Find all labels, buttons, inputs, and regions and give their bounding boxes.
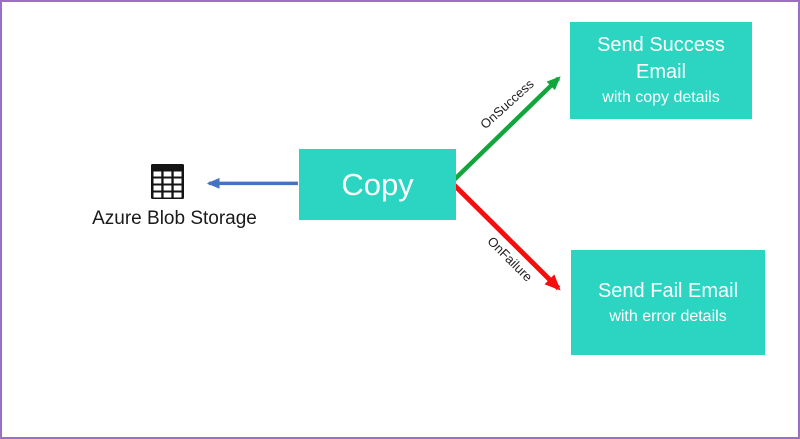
node-send-success-email: Send Success Email with copy details xyxy=(570,22,752,119)
success-email-subtitle: with copy details xyxy=(602,89,720,106)
edge-on-failure xyxy=(451,182,561,291)
node-copy-activity: Copy xyxy=(299,149,456,220)
table-icon xyxy=(151,164,184,199)
copy-activity-label: Copy xyxy=(341,166,414,202)
node-send-fail-email: Send Fail Email with error details xyxy=(571,250,765,355)
success-email-title: Send Success Email xyxy=(597,34,725,83)
blob-storage-label: Azure Blob Storage xyxy=(92,208,257,229)
fail-email-title: Send Fail Email xyxy=(597,279,739,302)
edge-on-success xyxy=(451,76,561,182)
fail-email-subtitle: with error details xyxy=(609,307,727,325)
